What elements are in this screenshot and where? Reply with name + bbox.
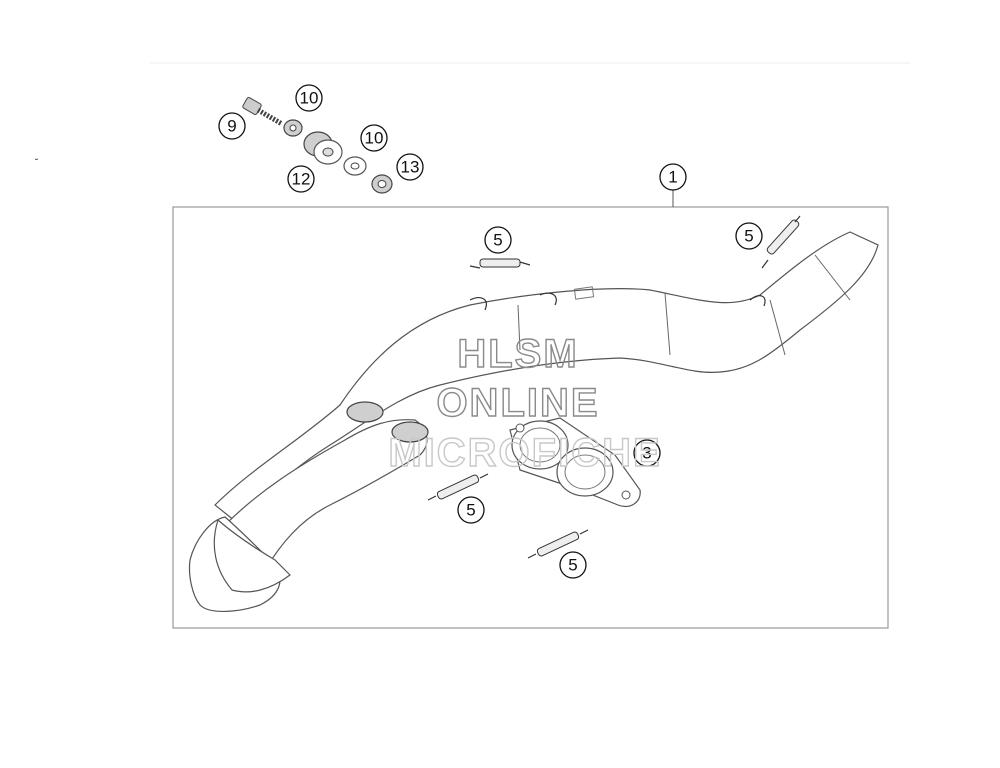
callout-12: 12 bbox=[287, 165, 315, 193]
callout-3-label: 3 bbox=[642, 444, 651, 463]
spring-top-right bbox=[761, 215, 801, 269]
callout-5-middle-label: 5 bbox=[466, 501, 475, 520]
assembly-frame bbox=[172, 206, 889, 629]
callout-5-top: 5 bbox=[484, 226, 512, 254]
callout-9: 9 bbox=[218, 112, 246, 140]
callout-5-right-label: 5 bbox=[744, 227, 753, 246]
nut bbox=[371, 174, 393, 194]
callout-13-label: 13 bbox=[401, 158, 420, 177]
spring-bottom bbox=[527, 529, 589, 559]
callout-5-right: 5 bbox=[735, 222, 763, 250]
watermark: HLSM ONLINE MICROFICHE bbox=[388, 331, 661, 475]
bolt bbox=[242, 97, 284, 127]
watermark-line-1: HLSM bbox=[457, 332, 578, 376]
callout-10-lower: 10 bbox=[360, 124, 388, 152]
spring-top bbox=[469, 258, 531, 269]
callout-13: 13 bbox=[396, 153, 424, 181]
watermark-line-2: ONLINE bbox=[436, 381, 599, 425]
callout-9-label: 9 bbox=[227, 117, 236, 136]
callout-5-bottom: 5 bbox=[559, 551, 587, 579]
callout-1-label: 1 bbox=[668, 168, 677, 187]
callout-1: 1 bbox=[659, 163, 687, 191]
callout-12-label: 12 bbox=[292, 170, 311, 189]
callout-3: 3 bbox=[633, 439, 661, 467]
mounting-hardware bbox=[242, 97, 393, 194]
callout-10-upper-label: 10 bbox=[300, 89, 319, 108]
watermark-line-3: MICROFICHE bbox=[388, 431, 661, 475]
callout-5-middle: 5 bbox=[457, 496, 485, 524]
exhaust-header-pipe bbox=[188, 231, 879, 613]
callout-5-bottom-label: 5 bbox=[568, 556, 577, 575]
callout-5-top-label: 5 bbox=[493, 231, 502, 250]
callout-10-lower-label: 10 bbox=[365, 129, 384, 148]
stray-mark: ˘ bbox=[34, 158, 39, 169]
rubber-grommet bbox=[303, 131, 343, 165]
callout-10-upper: 10 bbox=[295, 84, 323, 112]
flange-gasket bbox=[509, 417, 641, 508]
spring-middle bbox=[427, 473, 489, 501]
